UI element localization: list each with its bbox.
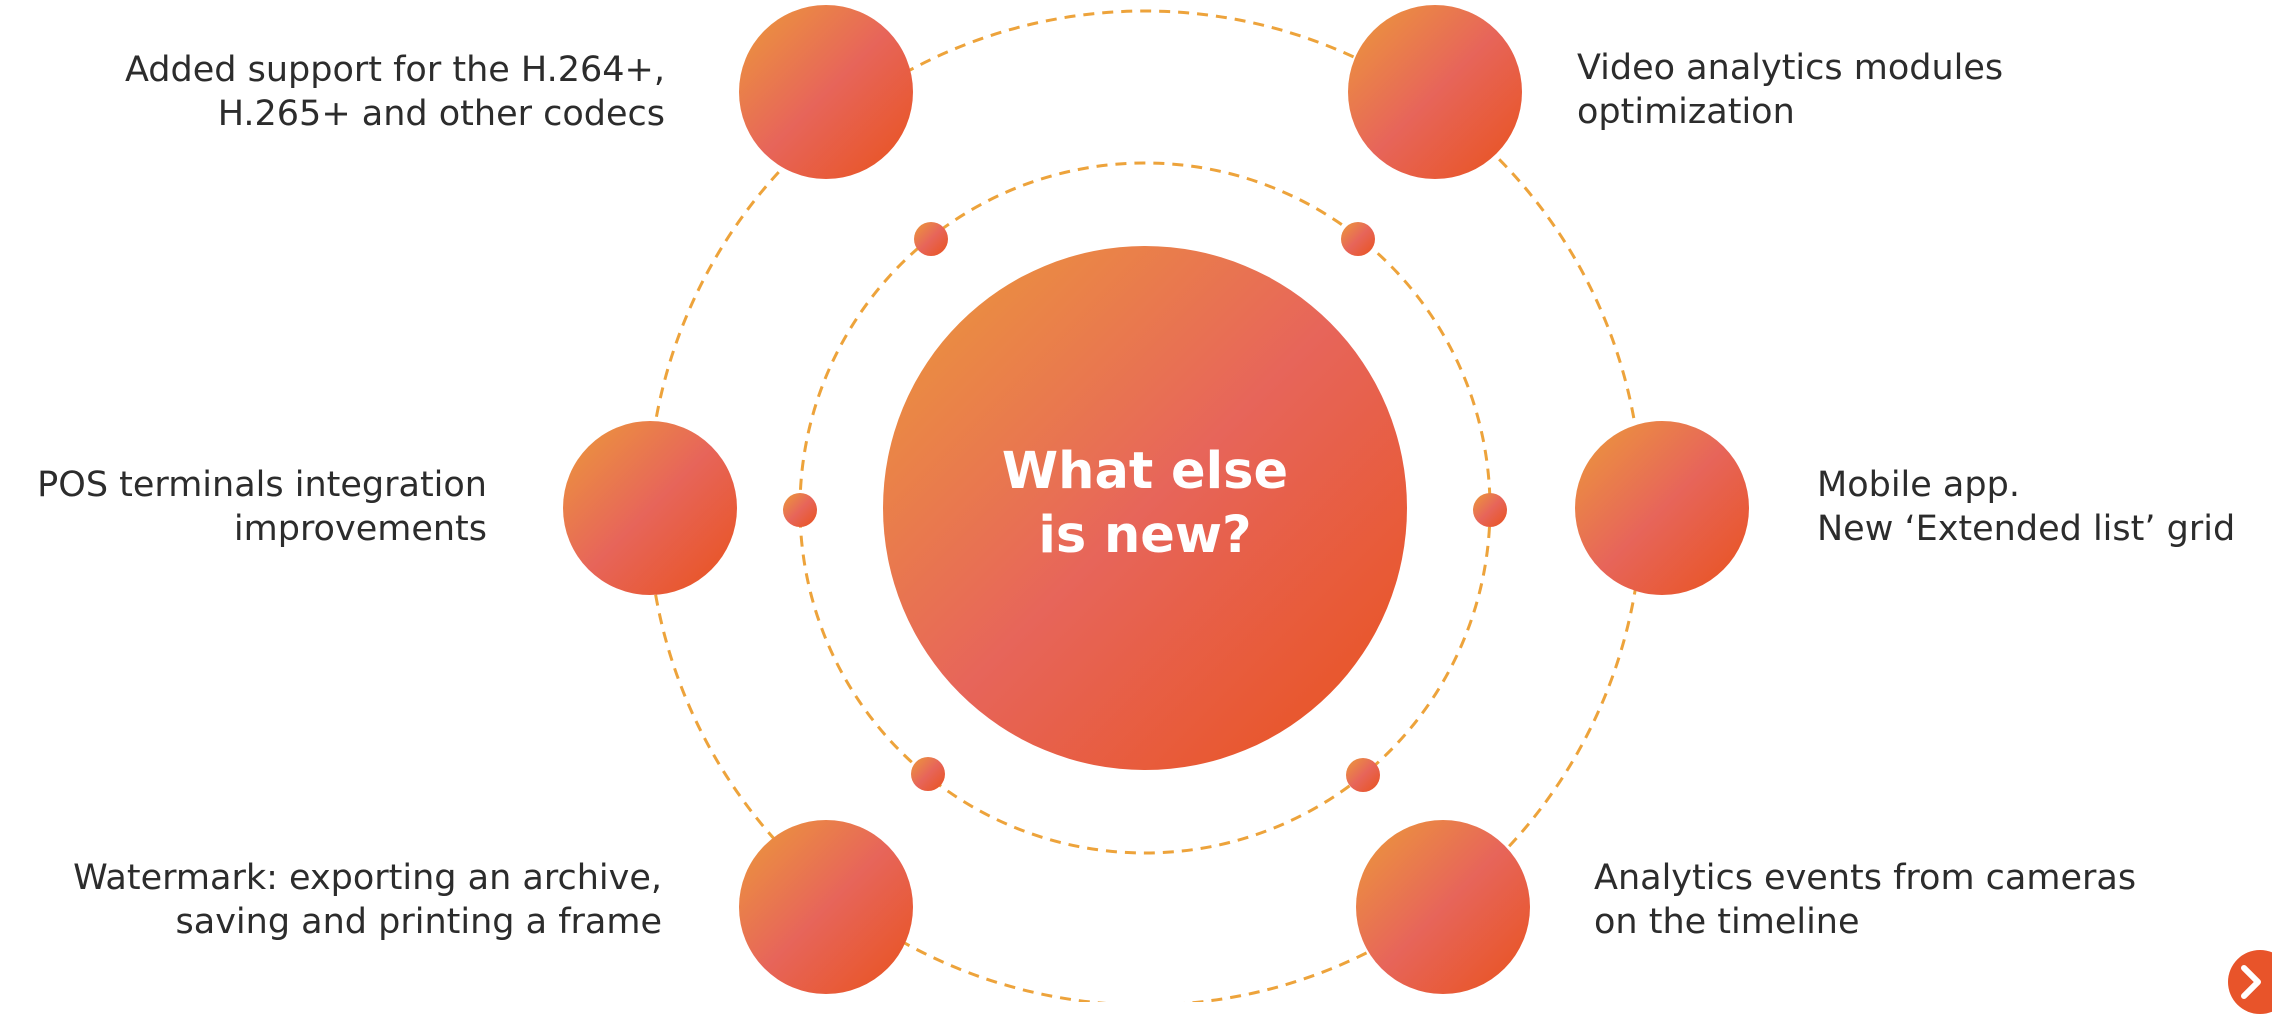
inner-dot — [1473, 493, 1507, 527]
feature-label-video-analytics: Video analytics modules optimization — [1577, 46, 2003, 134]
feature-node — [1575, 421, 1749, 595]
feature-line: Added support for the H.264+, — [124, 50, 665, 90]
feature-node — [739, 5, 913, 179]
feature-line: New ‘Extended list’ grid — [1817, 509, 2236, 549]
center-circle — [883, 246, 1407, 770]
feature-line: Analytics events from cameras — [1594, 858, 2137, 898]
feature-line: on the timeline — [1594, 902, 1860, 942]
feature-node — [1348, 5, 1522, 179]
feature-line: POS terminals integration — [37, 465, 487, 505]
feature-label-mobile: Mobile app. New ‘Extended list’ grid — [1817, 463, 2235, 551]
feature-label-pos: POS terminals integration improvements — [37, 463, 487, 551]
chevron-right-icon — [2241, 965, 2261, 999]
feature-line: Mobile app. — [1817, 465, 2020, 505]
feature-line: improvements — [233, 509, 487, 549]
center-title-line: is new? — [1038, 506, 1252, 565]
feature-line: H.265+ and other codecs — [217, 94, 665, 134]
feature-line: saving and printing a frame — [175, 902, 662, 942]
inner-dot — [783, 493, 817, 527]
feature-label-codecs: Added support for the H.264+, H.265+ and… — [125, 48, 665, 136]
feature-label-analytics-events: Analytics events from cameras on the tim… — [1594, 856, 2136, 944]
feature-line: Video analytics modules — [1577, 48, 2004, 88]
feature-label-watermark: Watermark: exporting an archive, saving … — [73, 856, 662, 944]
feature-line: Watermark: exporting an archive, — [73, 858, 662, 898]
inner-dot — [1346, 758, 1380, 792]
center-title-line: What else — [1001, 442, 1289, 501]
inner-dot — [911, 757, 945, 791]
center-title: What else is new? — [1000, 440, 1290, 568]
feature-node — [563, 421, 737, 595]
inner-dot — [1341, 222, 1375, 256]
feature-line: optimization — [1577, 92, 1795, 132]
feature-node — [739, 820, 913, 994]
feature-node — [1356, 820, 1530, 994]
inner-dot — [914, 222, 948, 256]
